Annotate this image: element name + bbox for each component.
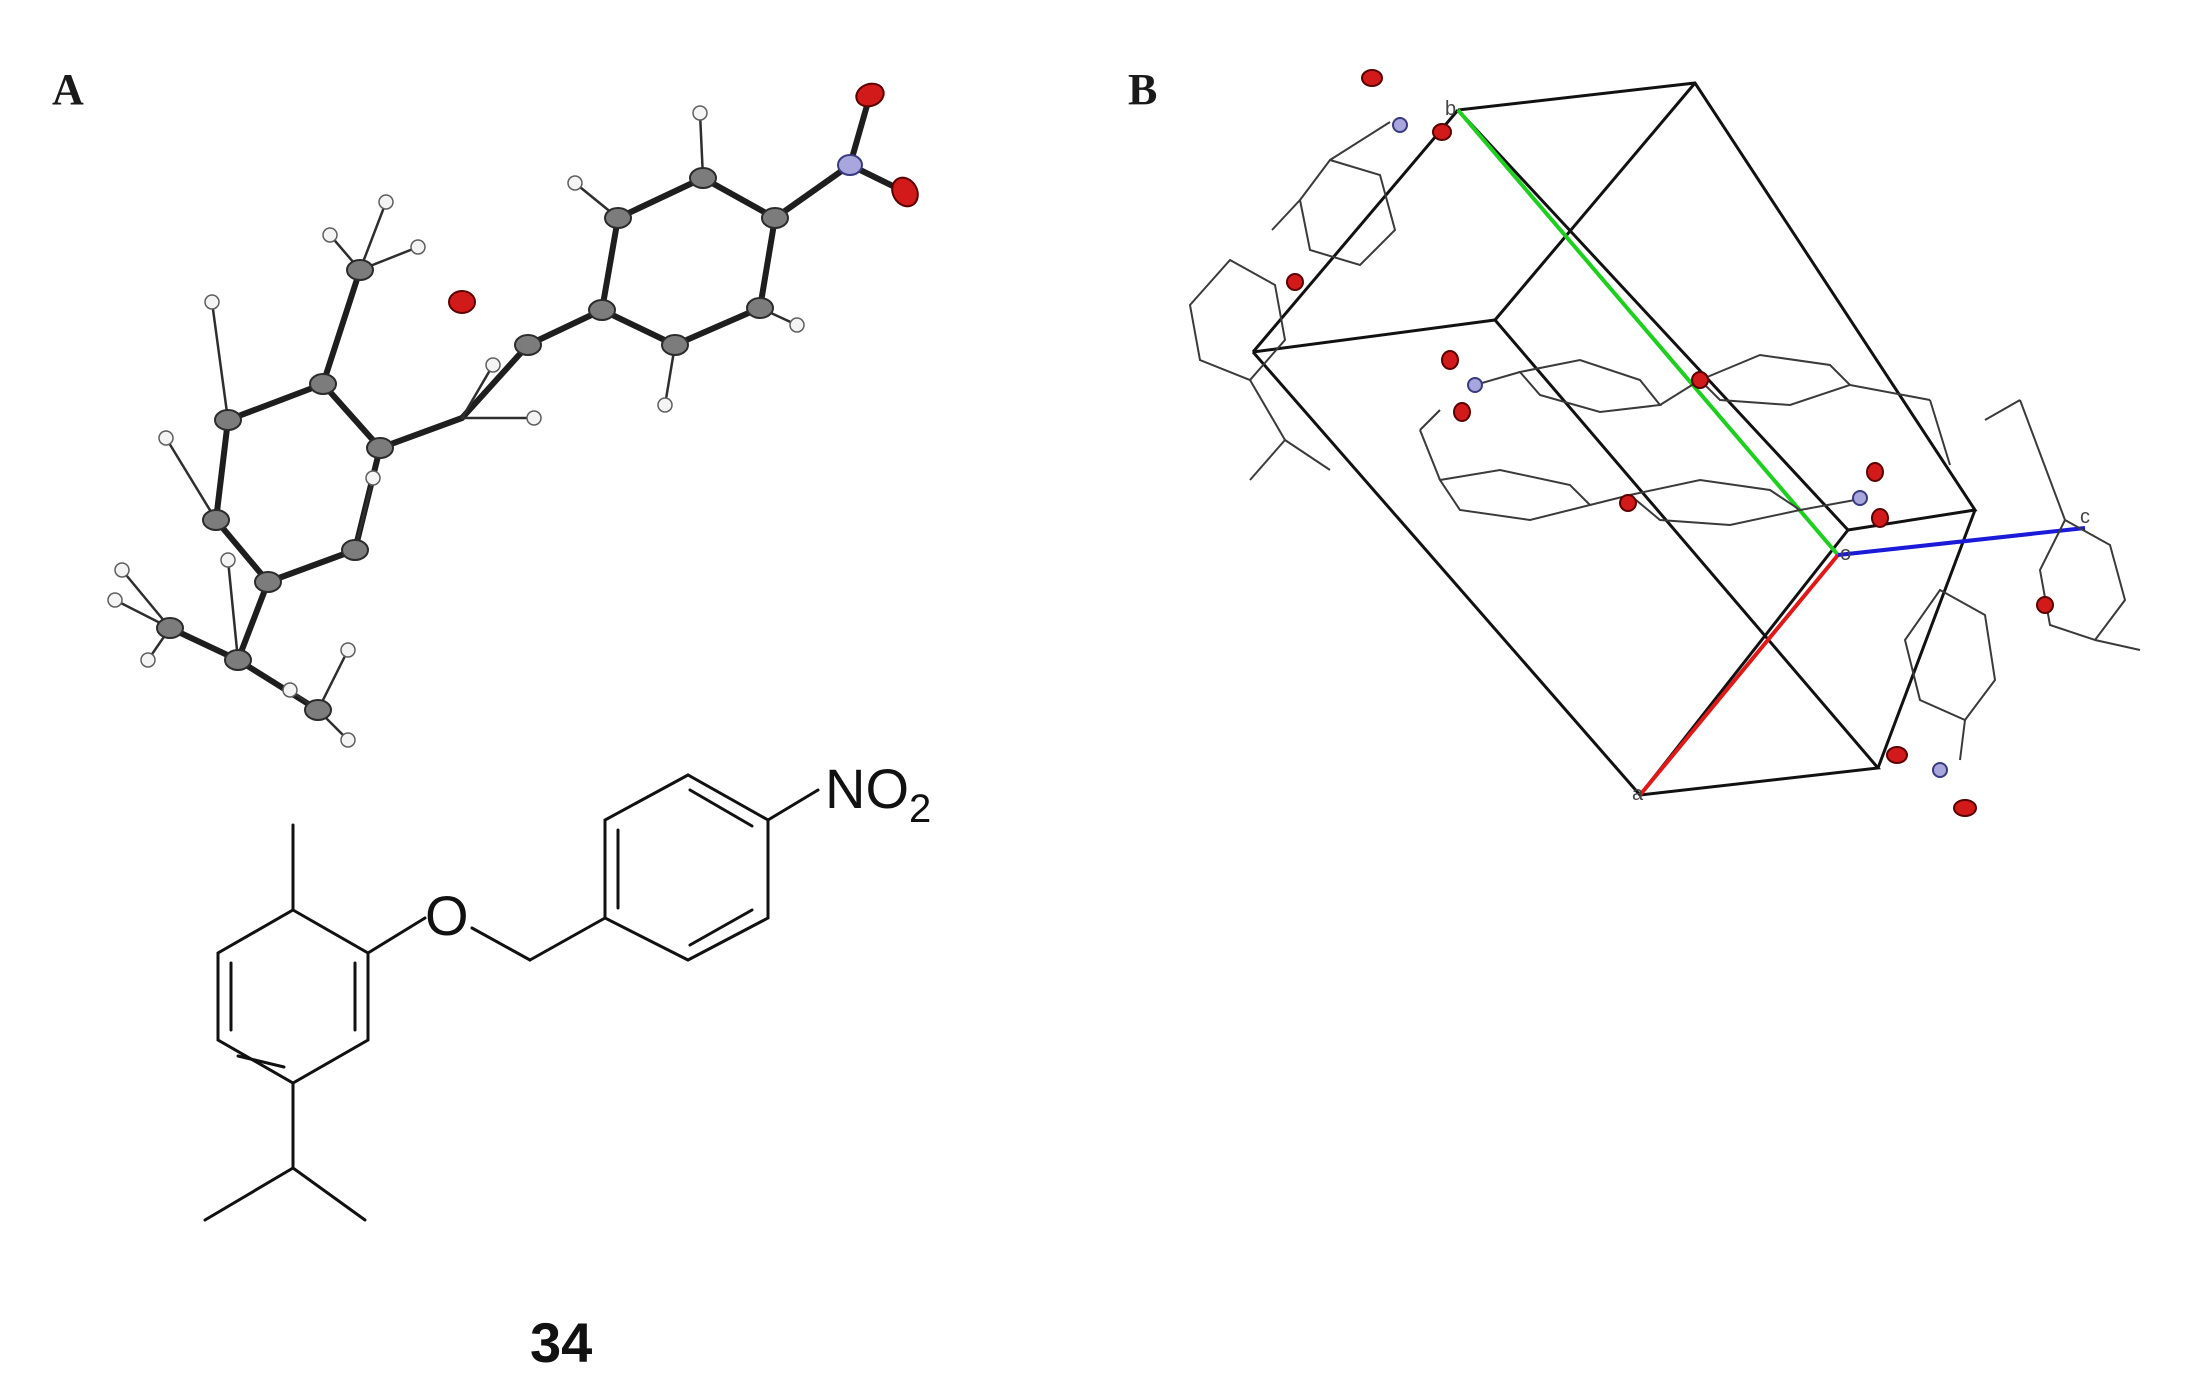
axis-a-red [1638,553,1840,797]
ortep-carbon-atoms [156,167,789,721]
unit-cell-diagram: o a b c [1188,69,2141,817]
packed-molecule-center-upper [1441,350,1951,466]
skeletal-ring-right [603,773,770,962]
axis-c-label: c [2080,506,2090,528]
panel-b-letter: B [1128,65,1158,114]
axis-b-green [1456,108,1840,557]
packed-molecule-bottom-right [1886,588,1997,817]
ortep-nitro-oxygen-2 [891,176,919,208]
axis-b-label: b [1445,98,1456,120]
ortep-molecule [107,82,919,748]
unit-cell-edges [1251,81,1978,797]
skeletal-structure: O NO2 34 [203,757,931,1374]
skeletal-no2-label: NO2 [825,757,931,831]
packed-molecule-right [1984,399,2141,651]
axis-c-blue [1837,526,2086,557]
ortep-ether-oxygen [448,290,476,314]
ortep-bonds [167,92,908,713]
compound-number: 34 [530,1311,592,1374]
panel-a-letter: A [52,65,84,114]
ortep-nitro-nitrogen [837,154,863,176]
skeletal-oxygen-label: O [425,884,469,947]
packed-molecule-center-lower [1419,409,1889,528]
axis-a-label: a [1632,783,1644,805]
axis-origin-label: o [1840,543,1851,565]
packed-molecule-top-left [1188,69,1452,481]
ortep-nitro-oxygen-1 [855,82,885,108]
ortep-hydrogen-atoms [107,105,805,748]
